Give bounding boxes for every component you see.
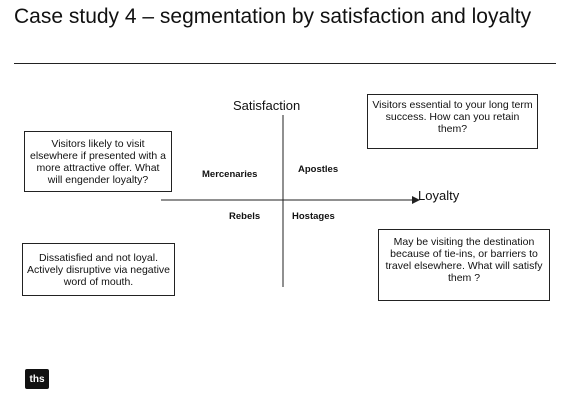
brand-logo: ths	[25, 369, 49, 389]
rebels-description-box: Dissatisfied and not loyal. Actively dis…	[22, 243, 175, 296]
title-divider	[14, 63, 556, 64]
quadrant-label-mercenaries: Mercenaries	[202, 169, 258, 180]
quadrant-label-apostles: Apostles	[298, 164, 339, 175]
apostles-description-box: Visitors essential to your long term suc…	[367, 94, 538, 149]
mercenaries-description-box: Visitors likely to visit elsewhere if pr…	[24, 131, 172, 192]
horizontal-axis-arrowhead	[412, 196, 420, 204]
quadrant-label-rebels: Rebels	[229, 211, 261, 222]
slide-title: Case study 4 – segmentation by satisfact…	[14, 5, 532, 28]
hostages-description-box: May be visiting the destination because …	[378, 229, 550, 301]
loyalty-axis-label: Loyalty	[418, 188, 460, 203]
quadrant-label-hostages: Hostages	[292, 211, 335, 222]
satisfaction-axis-label: Satisfaction	[233, 98, 301, 113]
